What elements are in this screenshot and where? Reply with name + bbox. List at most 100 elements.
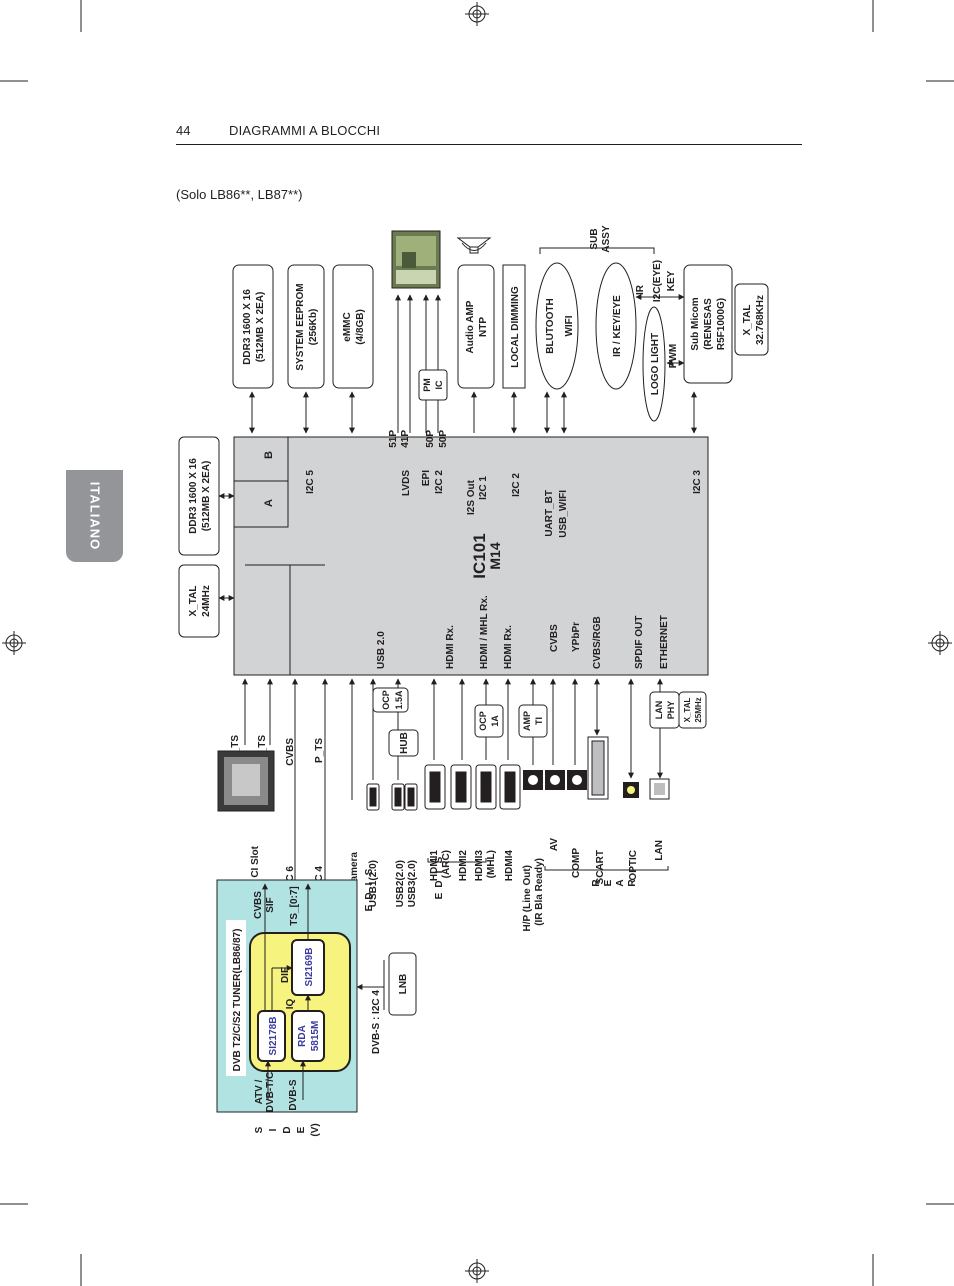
emmc-block: eMMC (4/8GB) <box>332 264 374 434</box>
chip-part-b-label: B <box>263 451 275 459</box>
ocp-1-line2: 1A <box>490 715 500 727</box>
svg-text:D: D <box>364 892 375 899</box>
amp-line2: TI <box>534 717 544 725</box>
pm-ic-block: PM IC <box>418 369 448 401</box>
port-ypbpr: YPbPr <box>571 622 582 652</box>
tuner-internal-lines <box>262 883 384 1100</box>
usb3-label: USB3(2.0) <box>407 860 418 907</box>
side-hdmi-brace <box>427 858 487 863</box>
p-ts-label-3: P_TS <box>314 738 325 763</box>
ci-slot-icon <box>217 750 275 812</box>
xtal-lan-line1: X_TAL <box>683 698 692 723</box>
ocp-1-line1: OCP <box>478 711 488 731</box>
bt-wifi-block: BLUTOOTH WIFI <box>535 262 579 434</box>
ir-key-label: IR / KEY/EYE <box>612 295 623 357</box>
lan-phy-line2: PHY <box>666 701 676 720</box>
sub-assy-brace <box>539 247 655 254</box>
si2178b-block: SI2178B <box>257 1010 286 1062</box>
svg-text:I: I <box>434 870 445 873</box>
svg-text:S: S <box>364 868 375 875</box>
hp-ir-label: (IR Bla Ready) <box>534 858 545 926</box>
si2169b-block: SI2169B <box>291 939 325 996</box>
audio-amp-line1: Audio AMP <box>465 300 476 353</box>
iq-label: IQ <box>285 999 296 1010</box>
port-lvds: LVDS <box>401 470 412 496</box>
svg-text:S: S <box>434 856 445 863</box>
side-usb-label: S I D E <box>364 868 375 911</box>
xtal-sub-block: X_TAL 32.768KHz <box>734 283 769 356</box>
emmc-line1: eMMC <box>342 312 353 341</box>
usb1-label: USB1(2.0) <box>368 860 379 907</box>
sub-micom-line1: Sub Micom <box>690 297 701 350</box>
eeprom-line2: (256Kb) <box>308 309 319 346</box>
xtal-sub-line1: X_TAL <box>742 305 753 336</box>
ddr-a-line1: DDR3 1600 X 16 <box>188 458 199 534</box>
tuner-title-bg <box>226 920 246 1076</box>
chip-top-ports: I2C 5 LVDS EPI I2C 2 I2S Out I2C 1 I2C 2… <box>305 470 703 538</box>
hdmi1-label: HDMI1 <box>429 850 440 882</box>
p-ts-label-1: P_TS <box>230 735 241 760</box>
panel-image <box>391 230 441 289</box>
section-title: DIAGRAMMI A BLOCCHI <box>229 123 381 138</box>
usb-port-icons <box>366 783 418 811</box>
chip-model: M14 <box>487 542 503 569</box>
registration-target-left <box>2 631 26 655</box>
sif-tuner-label: SIF <box>265 897 276 913</box>
camera-label: Camera <box>349 852 360 889</box>
chip-part-b-box <box>233 436 289 482</box>
ddr-a-line2: (512MB X 2EA) <box>201 461 212 532</box>
xtal-main-line2: 24MHz <box>201 585 212 617</box>
rear-label: R E A R <box>591 879 638 887</box>
dvbs-label: DVB-S <box>288 1079 299 1110</box>
si2178b-label: SI2178B <box>268 1017 279 1056</box>
svg-text:A: A <box>615 879 626 886</box>
ci-slot-label: CI Slot <box>250 845 261 877</box>
rear-brace <box>544 866 669 871</box>
local-dimming-block: LOCAL DIMMING <box>502 264 526 434</box>
lan-label: LAN <box>654 840 665 861</box>
svg-text:I: I <box>364 882 375 885</box>
ddr-b-line2: (512MB X 2EA) <box>255 292 266 363</box>
svg-text:E: E <box>603 879 614 886</box>
scart-icon <box>587 736 609 800</box>
port-hdmi-mhl-rx: HDMI / MHL Rx. <box>479 595 490 669</box>
lan-phy-block: LAN PHY <box>649 691 680 729</box>
hub-label: HUB <box>399 732 410 754</box>
lan-phy-line1: LAN <box>654 701 664 720</box>
lan-port-icon <box>649 778 670 800</box>
port-i2c1: I2C 1 <box>478 476 489 500</box>
svg-text:E: E <box>364 904 375 911</box>
audio-amp-line2: NTP <box>478 317 489 337</box>
ddr-b-block: DDR3 1600 X 16 (512MB X 2EA) <box>232 264 274 434</box>
registration-target-bottom <box>465 1259 489 1283</box>
xtal-lan-line2: 25MHz <box>694 697 703 722</box>
ocp-1-block: OCP 1A <box>474 704 504 738</box>
svg-text:I: I <box>268 1128 279 1131</box>
ocp-15-line2: 1.5A <box>394 690 404 710</box>
rda-block: RDA 5815M <box>291 1010 325 1062</box>
sub-micom-block: Sub Micom (RENESAS R5F1000G) <box>683 264 733 434</box>
key-label: KEY <box>666 270 677 291</box>
xtal-lan-block: X_TAL 25MHz <box>678 691 707 729</box>
port-i2s-out: I2S Out <box>466 479 477 515</box>
port-cvbs: CVBS <box>549 624 560 652</box>
atv-label-1: ATV / <box>254 1079 265 1104</box>
port-epi: EPI <box>421 470 432 486</box>
i2c-eye-label: I2C(EYE) <box>652 260 663 302</box>
svg-text:E: E <box>296 1126 307 1133</box>
ocp-15-line1: OCP <box>381 690 391 710</box>
av-label: AV <box>549 838 560 851</box>
rda-line2: 5815M <box>310 1021 321 1052</box>
wifi-label: WIFI <box>564 315 575 336</box>
ocp-15-block: OCP 1.5A <box>372 687 409 713</box>
xtal-main-block <box>178 564 220 638</box>
ir-key-block: IR / KEY/EYE <box>595 262 637 390</box>
p-ts-label-2: P_TS <box>257 735 268 760</box>
port-i2c2: I2C 2 <box>511 473 522 497</box>
port-usb-wifi: USB_WIFI <box>558 490 569 538</box>
cvbs-tuner-label: CVBS <box>253 891 264 919</box>
local-dimming-label: LOCAL DIMMING <box>510 286 521 368</box>
